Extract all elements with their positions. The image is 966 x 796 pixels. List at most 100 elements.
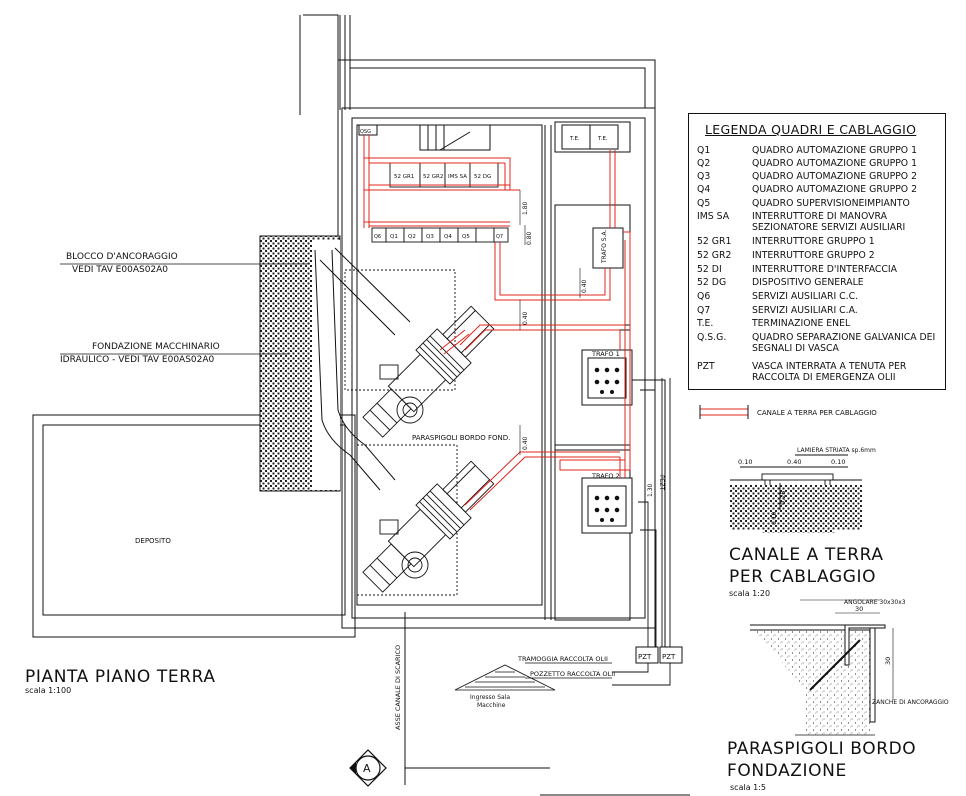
plan-title: PIANTA PIANO TERRA: [25, 667, 216, 687]
legend-desc: QUADRO AUTOMAZIONE GRUPPO 2: [752, 171, 917, 182]
blocco-label-1: BLOCCO D'ANCORAGGIO: [66, 252, 178, 262]
legend-code: T.E.: [697, 318, 714, 329]
dim-080: 0.80: [526, 231, 533, 245]
legend-desc: VASCA INTERRATA A TENUTA PER RACCOLTA DI…: [752, 361, 907, 383]
q-label-1: Q1: [390, 234, 398, 240]
plan-text: DEPOSITO PARASPIGOLI BORDO FOND. TRAFO 1…: [135, 129, 676, 775]
dim-025: 0.25: [779, 491, 787, 505]
q-label-0: Q6: [374, 234, 381, 240]
legend-code: Q3: [697, 171, 711, 182]
leader-lines: [60, 263, 612, 679]
canale-symbol: [699, 405, 749, 419]
paraspigoli-scale: scala 1:5: [730, 783, 767, 792]
ingresso-label-1: Ingresso Sala: [470, 694, 510, 701]
switchgear-row-q: [371, 227, 509, 243]
legend-code: PZT: [697, 361, 715, 372]
qsg-label: QSG: [360, 129, 371, 135]
zanche-label: ZANCHE DI ANCORAGGIO: [872, 699, 949, 706]
plan-scale: scala 1:100: [25, 686, 72, 695]
trafo1-label: TRAFO 1: [591, 350, 620, 358]
canale-scale: scala 1:20: [729, 589, 771, 598]
fondazione-label-1: FONDAZIONE MACCHINARIO: [92, 342, 220, 352]
pzt-tanks: [635, 646, 683, 664]
switch-label-2: IMS SA: [448, 174, 467, 180]
trafo-sa-label: TRAFO S.A.: [601, 230, 608, 264]
canale-title-2: PER CABLAGGIO: [729, 567, 877, 587]
legend-code: Q4: [697, 184, 711, 195]
detail-paraspigoli-drawing: [750, 599, 894, 736]
switch-label-1: 52 GR2: [423, 174, 443, 180]
legend-desc: INTERRUTTORE GRUPPO 2: [752, 250, 875, 261]
lamiera-label: LAMIERA STRIATA sp.6mm: [797, 447, 876, 454]
cable-trays: [363, 135, 631, 511]
section-marker: [349, 749, 387, 787]
legend-code: 52 DI: [697, 264, 722, 275]
transformer-1: [581, 349, 633, 406]
legend-code: 52 DG: [697, 277, 727, 288]
penstock-pipe: [314, 247, 411, 491]
q-label-5: Q5: [462, 234, 470, 240]
canale-title-1: CANALE A TERRA: [729, 545, 884, 565]
transformer-2: [581, 477, 633, 534]
dim-30a: 30: [855, 605, 863, 613]
legend-code: Q1: [697, 145, 711, 156]
pzt-label-1: PZT: [638, 653, 652, 661]
dim-010c: 0.10: [771, 511, 778, 525]
legend-desc: DISPOSITIVO GENERALE: [752, 277, 864, 288]
entrance-ramp: [454, 664, 556, 691]
q-label-3: Q3: [426, 234, 434, 240]
switch-label-3: 52 DG: [474, 174, 491, 180]
te-label-1: T.E.: [569, 136, 580, 142]
dim-010b: 0.10: [831, 458, 845, 466]
q-label-2: Q2: [408, 234, 416, 240]
legend-desc: SERVIZI AUSILIARI C.A.: [752, 305, 858, 316]
legend-desc: INTERRUTTORE DI MANOVRA SEZIONATORE SERV…: [752, 211, 906, 233]
legend-desc: QUADRO AUTOMAZIONE GRUPPO 1: [752, 158, 917, 169]
legend-code: Q.S.G.: [697, 332, 727, 343]
legend-code: 52 GR1: [697, 236, 732, 247]
oil-pipes: [612, 378, 671, 686]
dim-040: 0.40: [787, 458, 801, 466]
legend-code: Q7: [697, 305, 711, 316]
section-letter: A: [363, 762, 371, 775]
pezt-label: PEZT: [658, 475, 665, 491]
dim-040b: 0.40: [522, 436, 529, 450]
trafo-sa-box: [592, 227, 624, 269]
turbine-group-2: [356, 444, 495, 596]
dim-040a: 0.40: [522, 311, 529, 325]
pozzetto-label: POZZETTO RACCOLTA OLII: [530, 670, 615, 678]
te-boxes: [561, 124, 619, 150]
fondazione-label-2: IDRAULICO - VEDI TAV E00AS02A0: [60, 355, 215, 365]
trafo2-label: TRAFO 2: [591, 472, 620, 480]
te-label-2: T.E.: [597, 136, 608, 142]
dim-180: 1.80: [522, 201, 529, 215]
canale-symbol-label: CANALE A TERRA PER CABLAGGIO: [757, 409, 877, 417]
ingresso-label-2: Macchine: [477, 702, 506, 709]
dim-010a: 0.10: [738, 458, 752, 466]
dim-30b: 30: [884, 657, 892, 665]
legend-desc: INTERRUTTORE GRUPPO 1: [752, 236, 875, 247]
tramoggia-label: TRAMOGGIA RACCOLTA OLII: [517, 655, 608, 663]
pzt-label-2: PZT: [662, 653, 676, 661]
legend-desc: QUADRO SUPERVISIONEIMPIANTO: [752, 198, 910, 209]
detail-canale-drawing: [730, 454, 862, 533]
legend-title: LEGENDA QUADRI E CABLAGGIO: [705, 122, 917, 137]
dim-130: 1.30: [647, 483, 654, 497]
angolare-label: ANGOLARE 30x30x3: [844, 599, 906, 606]
paraspigoli-label: PARASPIGOLI BORDO FOND.: [412, 434, 510, 442]
qsg-box: [358, 124, 378, 136]
paraspigoli-title-2: FONDAZIONE: [727, 761, 847, 781]
legend-code: IMS SA: [697, 211, 730, 222]
turbine-group-1: [344, 269, 495, 438]
detail-text: LAMIERA STRIATA sp.6mm 0.10 0.40 0.10 0.…: [738, 447, 949, 706]
paraspigoli-title-1: PARASPIGOLI BORDO: [727, 739, 917, 759]
q-label-6: Q7: [496, 234, 503, 240]
legend-desc: QUADRO AUTOMAZIONE GRUPPO 1: [752, 145, 917, 156]
legend-desc: SERVIZI AUSILIARI C.C.: [752, 291, 859, 302]
dimension-lines: [519, 190, 646, 502]
asse-canale-label: ASSE CANALE DI SCARICO: [394, 645, 402, 730]
legend-desc: TERMINAZIONE ENEL: [752, 318, 851, 329]
blocco-label-2: VEDI TAV E00AS02A0: [72, 265, 169, 275]
